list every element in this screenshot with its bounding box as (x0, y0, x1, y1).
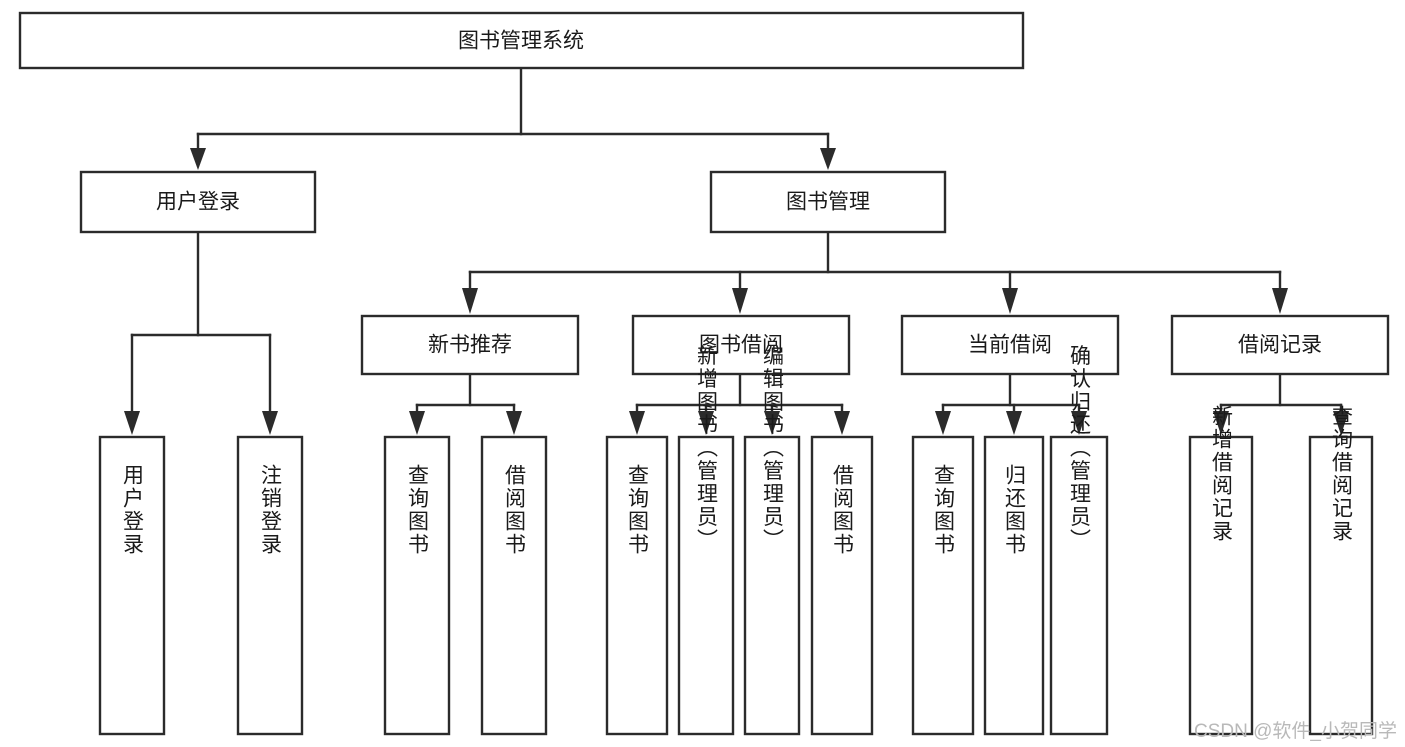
node-leaf-edit-book[interactable]: 编辑图书（管理员） (743, 345, 801, 736)
node-leaf-return-book-label: 归还图书 (1003, 464, 1027, 556)
arrow-head-new-book-rec (462, 288, 478, 314)
node-leaf-confirm-return-box[interactable] (1049, 435, 1109, 736)
node-leaf-query-book-1[interactable]: 查询图书 (383, 435, 451, 736)
node-leaf-borrow-book-2[interactable]: 借阅图书 (810, 435, 874, 736)
node-book-borrow-box[interactable] (631, 314, 851, 376)
node-book-manage[interactable]: 图书管理 (709, 170, 947, 234)
node-leaf-query-book-3[interactable]: 查询图书 (911, 435, 975, 736)
node-leaf-query-book-1-box[interactable] (383, 435, 451, 736)
node-leaf-query-book-3-box[interactable] (911, 435, 975, 736)
node-leaf-confirm-return-label: 确认归还（管理员） (1068, 345, 1092, 552)
node-leaf-return-book[interactable]: 归还图书 (983, 435, 1045, 736)
node-leaf-query-record[interactable]: 查询借阅记录 (1308, 405, 1374, 736)
node-leaf-query-book-2-label: 查询图书 (626, 464, 650, 556)
arrow-head-leaf-return-book (1006, 411, 1022, 435)
arrow-head-user-login (190, 148, 206, 170)
node-root-label: 图书管理系统 (458, 30, 584, 53)
node-book-manage-box[interactable] (709, 170, 947, 234)
arrow-head-leaf-borrow-book-1 (506, 411, 522, 435)
node-leaf-borrow-book-1[interactable]: 借阅图书 (480, 435, 548, 736)
node-leaf-query-record-box[interactable] (1308, 435, 1374, 736)
node-leaf-user-logout-box[interactable] (236, 435, 304, 736)
arrow-head-leaf-query-book-1 (409, 411, 425, 435)
arrow-head-leaf-query-book-3 (935, 411, 951, 435)
node-leaf-borrow-book-2-label: 借阅图书 (831, 464, 855, 556)
arrow-head-borrow-record (1272, 288, 1288, 314)
node-new-book-rec[interactable]: 新书推荐 (360, 314, 580, 376)
node-current-borrow[interactable]: 当前借阅 (900, 314, 1120, 376)
arrow-head-leaf-borrow-book-2 (834, 411, 850, 435)
arrow-head-leaf-edit-book (764, 411, 780, 435)
node-user-login-box[interactable] (79, 170, 317, 234)
node-leaf-user-login-label: 用户登录 (121, 464, 145, 556)
node-leaf-query-book-1-label: 查询图书 (406, 464, 430, 556)
connector-layer (124, 66, 1349, 435)
node-borrow-record[interactable]: 借阅记录 (1170, 314, 1390, 376)
node-leaf-user-logout-label: 注销登录 (259, 464, 283, 556)
arrow-head-leaf-query-book-2 (629, 411, 645, 435)
node-leaf-borrow-book-2-box[interactable] (810, 435, 874, 736)
node-leaf-add-record-box[interactable] (1188, 435, 1254, 736)
node-leaf-user-logout[interactable]: 注销登录 (236, 435, 304, 736)
node-leaf-query-book-2-box[interactable] (605, 435, 669, 736)
node-borrow-record-label: 借阅记录 (1238, 334, 1322, 357)
node-book-borrow-label: 图书借阅 (699, 334, 783, 357)
node-book-manage-label: 图书管理 (786, 191, 870, 214)
arrow-head-book-borrow (732, 288, 748, 314)
node-leaf-user-login-box[interactable] (98, 435, 166, 736)
node-root-box[interactable] (18, 11, 1025, 70)
node-leaf-add-book-label: 新增图书（管理员） (695, 345, 719, 552)
csdn-watermark: CSDN @软件_小贺同学 (1194, 721, 1397, 742)
node-leaf-query-book-2[interactable]: 查询图书 (605, 435, 669, 736)
node-book-borrow[interactable]: 图书借阅 (631, 314, 851, 376)
node-leaf-edit-book-box[interactable] (743, 435, 801, 736)
node-leaf-borrow-book-1-box[interactable] (480, 435, 548, 736)
node-leaf-confirm-return[interactable]: 确认归还（管理员） (1049, 345, 1109, 736)
arrow-head-leaf-confirm-return (1071, 411, 1087, 435)
node-leaf-add-book[interactable]: 新增图书（管理员） (677, 345, 735, 736)
node-user-login[interactable]: 用户登录 (79, 170, 317, 234)
arrow-head-leaf-user-logout (262, 411, 278, 435)
node-current-borrow-label: 当前借阅 (968, 334, 1052, 357)
node-leaf-user-login[interactable]: 用户登录 (98, 435, 166, 736)
node-root[interactable]: 图书管理系统 (18, 11, 1025, 70)
node-leaf-edit-book-label: 编辑图书（管理员） (761, 345, 785, 552)
node-new-book-rec-box[interactable] (360, 314, 580, 376)
node-borrow-record-box[interactable] (1170, 314, 1390, 376)
node-leaf-borrow-book-1-label: 借阅图书 (503, 464, 527, 556)
node-leaf-query-book-3-label: 查询图书 (932, 464, 956, 556)
arrow-head-leaf-add-book (698, 411, 714, 435)
node-leaf-return-book-box[interactable] (983, 435, 1045, 736)
node-leaf-add-record-label: 新增借阅记录 (1210, 405, 1234, 543)
arrow-head-book-manage (820, 148, 836, 170)
node-current-borrow-box[interactable] (900, 314, 1120, 376)
arrow-head-leaf-user-login (124, 411, 140, 435)
node-new-book-rec-label: 新书推荐 (428, 334, 512, 357)
node-leaf-add-book-box[interactable] (677, 435, 735, 736)
arrow-head-leaf-add-record (1213, 411, 1229, 435)
arrow-head-current-borrow (1002, 288, 1018, 314)
node-user-login-label: 用户登录 (156, 191, 240, 214)
node-leaf-add-record[interactable]: 新增借阅记录 (1188, 405, 1254, 736)
arrow-head-leaf-query-record (1333, 411, 1349, 435)
node-leaf-query-record-label: 查询借阅记录 (1330, 405, 1354, 543)
